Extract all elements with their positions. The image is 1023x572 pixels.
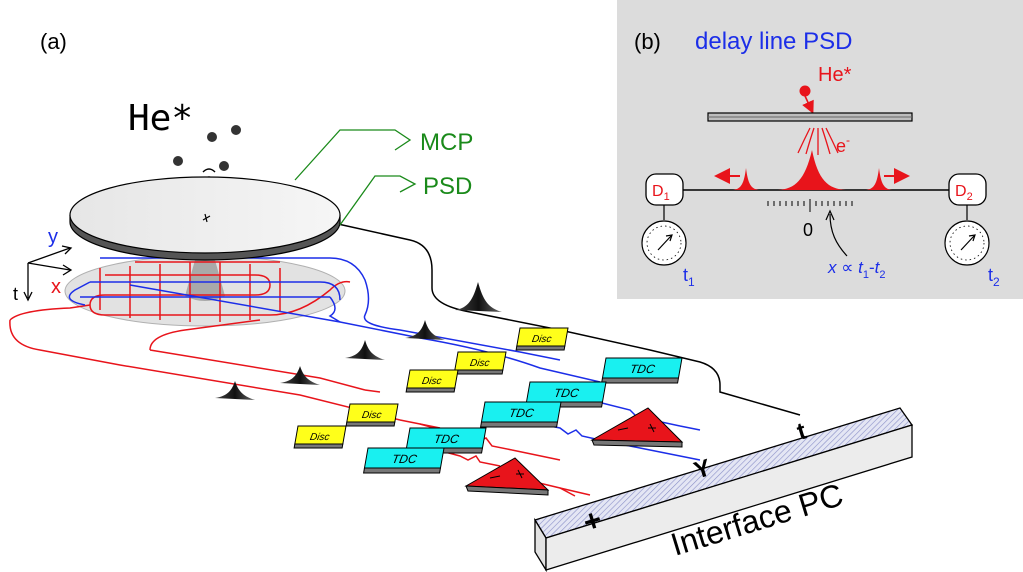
central-pulse bbox=[778, 150, 846, 190]
t2-label: t2 bbox=[988, 265, 1000, 289]
disc-modules: Disc Disc Disc Disc Disc bbox=[293, 327, 569, 449]
svg-text:D1: D1 bbox=[652, 183, 670, 203]
psd-label: PSD bbox=[423, 173, 472, 200]
he-star-label: He* bbox=[128, 98, 193, 139]
svg-text:Disc: Disc bbox=[361, 410, 382, 421]
disc-box: Disc bbox=[453, 351, 507, 375]
clock-t1-icon bbox=[641, 205, 687, 266]
scale-zero-label: 0 bbox=[803, 220, 813, 240]
svg-text:TDC: TDC bbox=[433, 432, 460, 446]
mcp-label: MCP bbox=[420, 129, 473, 156]
tdc-box: TDC bbox=[363, 447, 445, 474]
mcp-signal-line bbox=[337, 223, 801, 416]
x-delay-wires bbox=[9, 261, 591, 497]
panel-a-label: (a) bbox=[40, 29, 67, 54]
svg-text:TDC: TDC bbox=[553, 386, 580, 400]
panel-b-he-label: He* bbox=[818, 64, 852, 86]
sum-triangle-upper bbox=[590, 407, 684, 448]
svg-text:TDC: TDC bbox=[391, 452, 418, 466]
svg-text:D2: D2 bbox=[955, 183, 973, 203]
svg-text:Disc: Disc bbox=[421, 376, 442, 387]
electron-cloud-icon bbox=[797, 127, 839, 155]
disc-box: Disc bbox=[293, 425, 347, 449]
left-pulse bbox=[733, 168, 759, 190]
position-scale bbox=[767, 199, 853, 212]
interface-pc: Interface PC + Y t bbox=[534, 407, 914, 572]
panel-b: (b) delay line PSD He* e- bbox=[617, 0, 1023, 299]
svg-text:Disc: Disc bbox=[531, 334, 552, 345]
axis-t-label: t bbox=[13, 284, 18, 304]
svg-text:Disc: Disc bbox=[309, 432, 330, 443]
svg-text:TDC: TDC bbox=[629, 362, 656, 376]
t1-label: t1 bbox=[683, 265, 695, 289]
tdc-modules: TDC TDC TDC TDC TDC bbox=[363, 357, 683, 474]
svg-text:Disc: Disc bbox=[469, 358, 490, 369]
position-formula: x ∝ t1-t2 bbox=[827, 258, 885, 281]
tdc-box: TDC bbox=[480, 401, 562, 428]
right-pulse bbox=[866, 168, 892, 190]
coordinate-axes-icon bbox=[23, 245, 73, 302]
interface-symbol-y: Y bbox=[691, 454, 714, 485]
axis-x-label: x bbox=[51, 276, 61, 298]
sum-triangle-lower bbox=[464, 457, 550, 496]
psd-leader bbox=[339, 175, 417, 226]
disc-box: Disc bbox=[345, 403, 399, 427]
tdc-box: TDC bbox=[601, 357, 683, 384]
disc-box: Disc bbox=[515, 327, 569, 351]
pointer-arrow bbox=[829, 213, 848, 257]
panel-b-title: delay line PSD bbox=[695, 28, 852, 55]
panel-b-label: (b) bbox=[634, 29, 661, 54]
electron-label: e- bbox=[836, 133, 850, 156]
signal-pulses bbox=[215, 282, 502, 400]
clock-t2-icon bbox=[944, 205, 990, 266]
electron-cone bbox=[185, 260, 225, 301]
disc-box: Disc bbox=[405, 369, 459, 393]
svg-text:TDC: TDC bbox=[508, 406, 535, 420]
panel-a: (a) He* bbox=[9, 29, 914, 572]
mcp-leader bbox=[294, 129, 412, 181]
axis-y-label: y bbox=[48, 226, 58, 248]
he-atom-icon bbox=[799, 85, 811, 97]
he-atom-trajectory bbox=[802, 95, 814, 114]
